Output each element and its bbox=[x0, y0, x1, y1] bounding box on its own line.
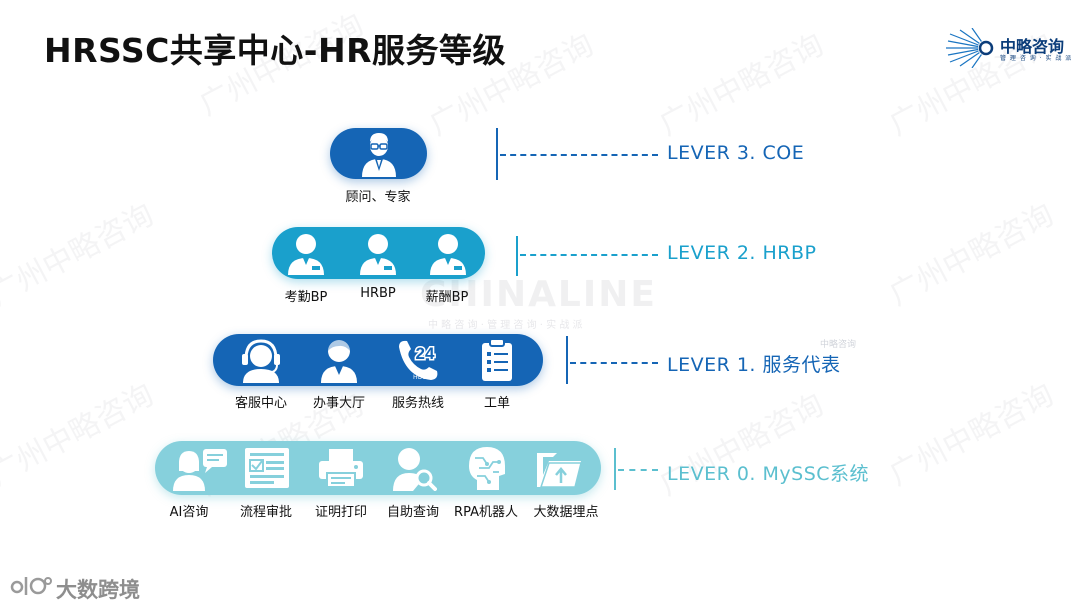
level0-lever-label: LEVER 0. MySSC系统 bbox=[667, 463, 870, 485]
level0-item-label: 自助查询 bbox=[386, 505, 439, 520]
level1-item-label: 客服中心 bbox=[234, 396, 287, 411]
level2-connector bbox=[520, 254, 658, 256]
level2-pill bbox=[272, 227, 485, 279]
level0-item-label: 证明打印 bbox=[314, 505, 367, 520]
logo-subtitle: 管 理 咨 询 · 实 战 派 bbox=[1000, 55, 1073, 62]
level1-item-label: 工单 bbox=[483, 396, 510, 411]
level3-divider bbox=[496, 128, 498, 180]
watermark-text: 广州中略咨询 bbox=[0, 197, 160, 313]
person-icon bbox=[288, 234, 324, 275]
watermark-text: 广州中略咨询 bbox=[0, 377, 160, 493]
phone-24-number: 24 bbox=[416, 344, 435, 363]
printer-icon bbox=[319, 449, 363, 488]
watermark-source: 大数跨境 bbox=[56, 578, 140, 602]
company-logo-icon bbox=[946, 28, 994, 68]
person-icon bbox=[430, 234, 466, 275]
level0-pill bbox=[155, 441, 601, 495]
watermark-text: 广州中略咨询 bbox=[883, 377, 1060, 493]
robot-head-icon bbox=[469, 447, 505, 490]
level1-connector bbox=[570, 362, 658, 364]
level1-item-label: 办事大厅 bbox=[312, 396, 365, 411]
watermark-text: 广州中略咨询 bbox=[883, 197, 1060, 313]
watermark-brand-sub: 中 略 咨 询 · 管 理 咨 询 · 实 战 派 bbox=[428, 320, 583, 331]
level1-pill: 24 HOURS bbox=[213, 334, 543, 386]
level1-item-label: 服务热线 bbox=[391, 396, 444, 411]
level3-lever-label: LEVER 3. COE bbox=[667, 142, 805, 164]
level0-item-label: RPA机器人 bbox=[454, 505, 518, 520]
form-icon bbox=[245, 448, 289, 488]
folder-upload-icon bbox=[537, 453, 582, 488]
level3-connector bbox=[500, 154, 658, 156]
level1-divider bbox=[566, 336, 568, 384]
level3-item-label: 顾问、专家 bbox=[345, 190, 411, 205]
chat-person-icon bbox=[173, 449, 227, 491]
headset-icon bbox=[242, 339, 280, 383]
watermark-logo-icon bbox=[10, 577, 52, 595]
level2-lever-label: LEVER 2. HRBP bbox=[667, 242, 817, 264]
phone-24-sub: HOURS bbox=[413, 375, 435, 381]
level0-connector bbox=[618, 469, 658, 471]
expert-icon bbox=[362, 133, 396, 177]
watermark-brand: CHINALINE bbox=[420, 274, 657, 315]
level0-item-label: 流程审批 bbox=[239, 505, 292, 520]
page-title: HRSSC共享中心-HR服务等级 bbox=[44, 31, 507, 70]
clipboard-icon bbox=[482, 338, 512, 381]
level0-item-label: 大数据埋点 bbox=[533, 505, 599, 520]
person-icon bbox=[360, 234, 396, 275]
logo-name: 中略咨询 bbox=[1000, 37, 1065, 56]
phone-24-icon: 24 HOURS bbox=[399, 340, 438, 381]
level1-lever-label: LEVER 1. 服务代表 bbox=[667, 354, 841, 376]
level2-item-label: 薪酬BP bbox=[425, 290, 469, 305]
person-icon bbox=[321, 339, 357, 383]
level2-item-label: 考勤BP bbox=[284, 290, 328, 305]
watermark-text: 广州中略咨询 bbox=[653, 27, 830, 143]
level2-divider bbox=[516, 236, 518, 276]
watermark-small-logo: 中略咨询 bbox=[820, 340, 857, 350]
level2-item-label: HRBP bbox=[360, 286, 396, 301]
level0-item-label: AI咨询 bbox=[169, 505, 209, 520]
level3-pill bbox=[330, 128, 427, 179]
search-person-icon bbox=[393, 448, 437, 491]
level0-divider bbox=[614, 448, 616, 490]
